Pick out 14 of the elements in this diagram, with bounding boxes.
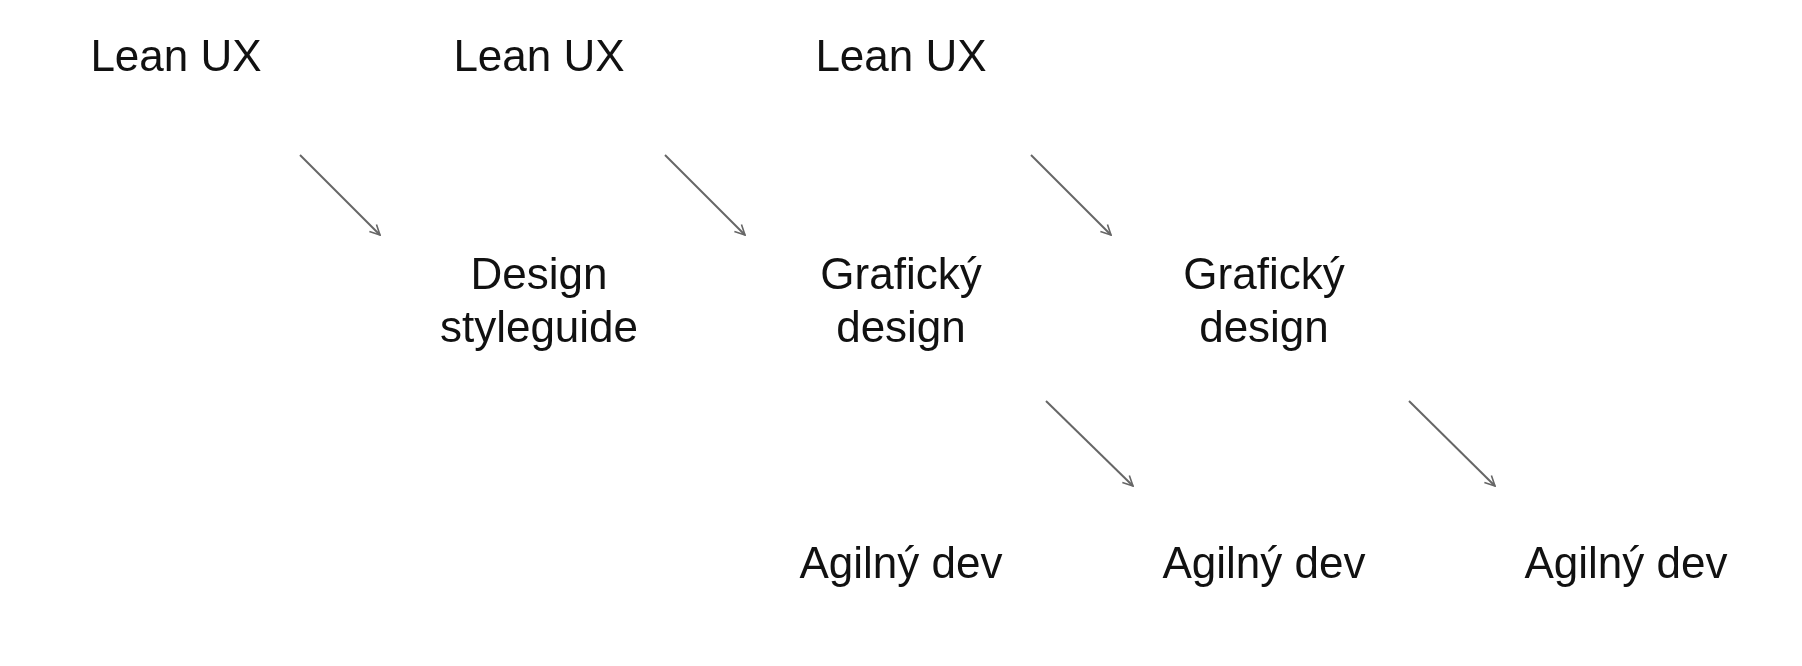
arrow [299,154,381,236]
node-label: Grafický design [819,248,983,353]
node-label: Lean UX [453,29,625,82]
node-label: Agilný dev [799,536,1003,589]
arrow [1030,154,1112,236]
arrow [1408,400,1496,487]
node-label: Agilný dev [1162,536,1366,589]
node-label: Lean UX [90,29,262,82]
node-label: Lean UX [815,29,987,82]
node-label: Agilný dev [1524,536,1728,589]
arrow [664,154,746,236]
node-label: Design styleguide [438,248,640,353]
node-label: Grafický design [1182,248,1346,353]
arrow [1045,400,1134,487]
